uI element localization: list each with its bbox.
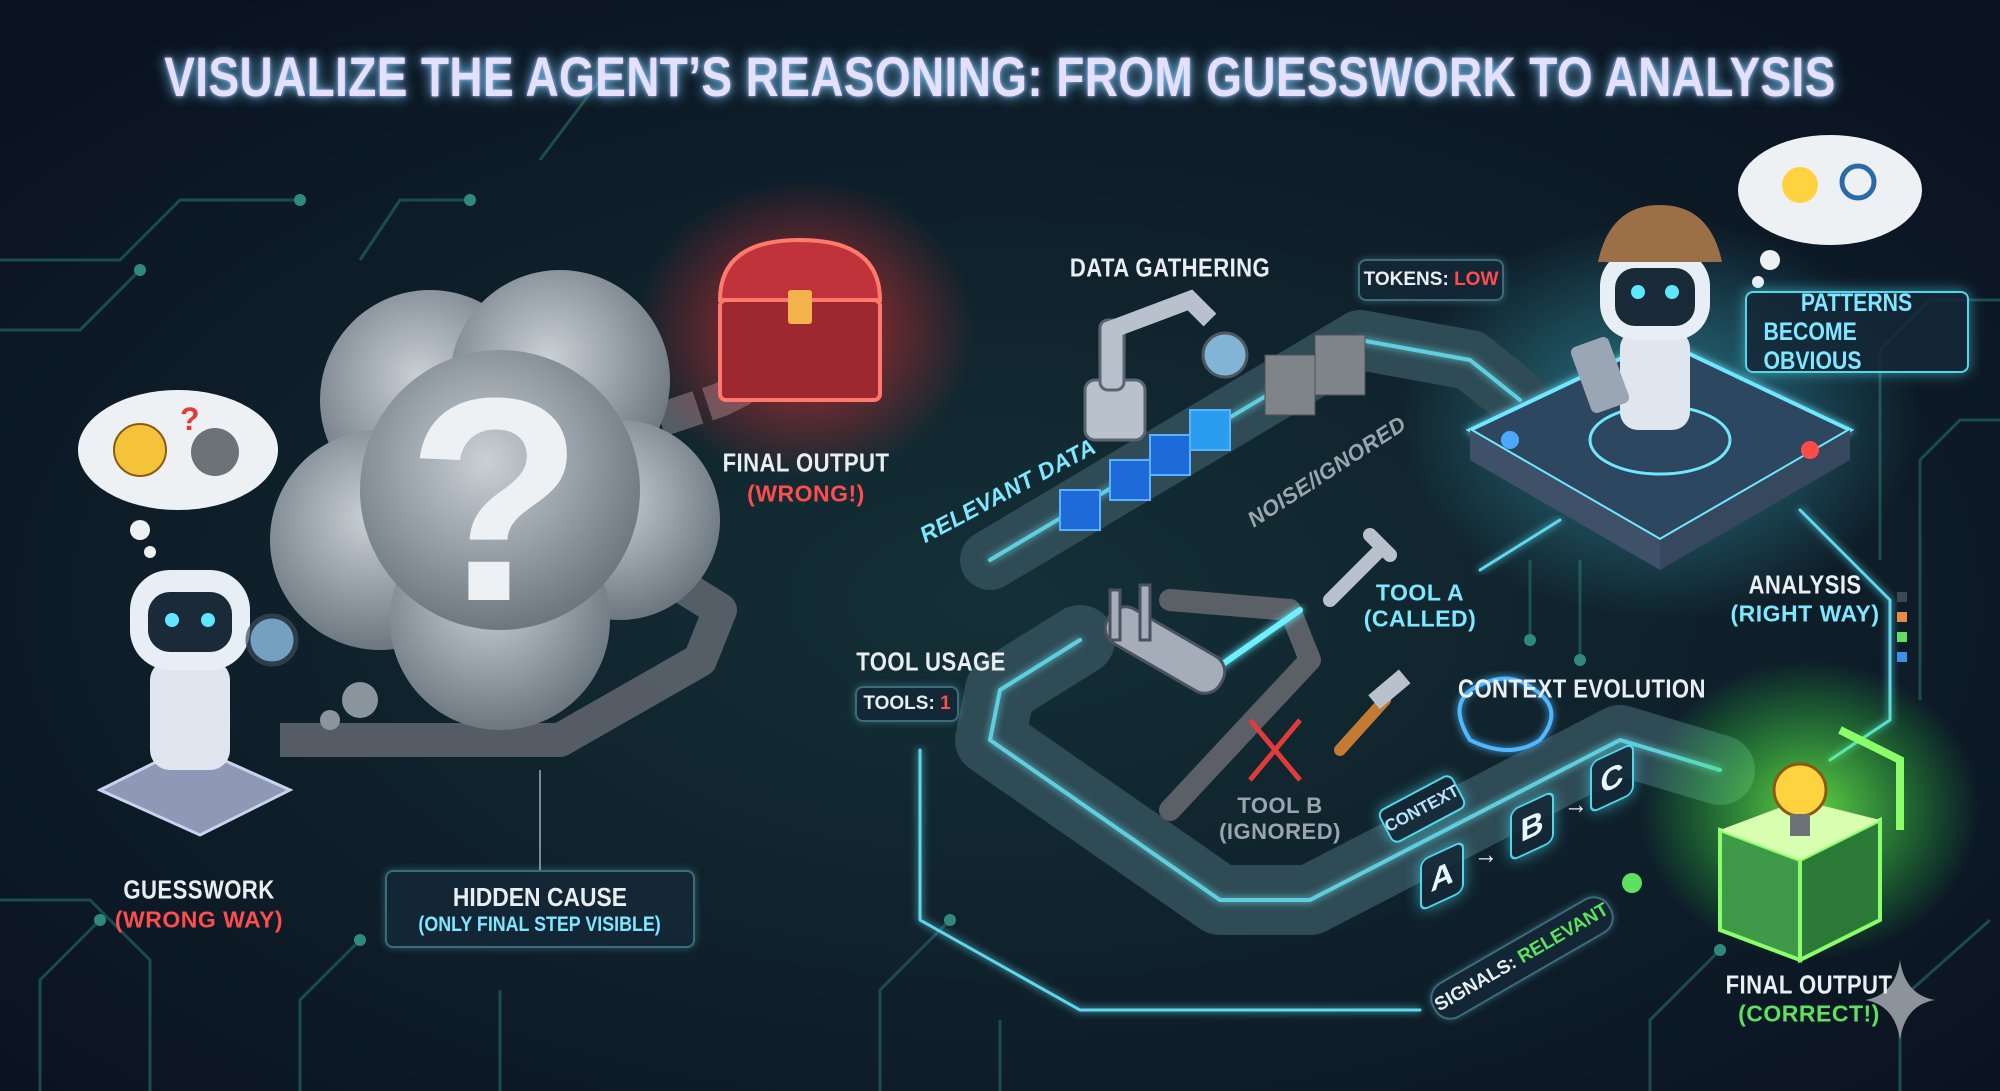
hammer-icon [1334,669,1411,756]
patterns-line1: PATTERNS [1801,288,1913,317]
context-evolution-label: CONTEXT EVOLUTION [1458,673,1706,704]
patterns-line2: BECOME OBVIOUS [1763,317,1862,375]
tokens-value: LOW [1454,269,1499,290]
magnifier-icon [1201,331,1249,379]
magnifier-icon [1839,163,1877,201]
brain-icon [1457,676,1554,752]
wrench-icon [1323,528,1397,607]
question-cloud [270,270,720,730]
guesswork-label: GUESSWORK [123,874,275,905]
arrow-icon: → [1563,788,1589,820]
final-output-correct-label: FINAL OUTPUT [1725,969,1893,1000]
multitool-icon [1103,583,1227,695]
tool-usage-label: TOOL USAGE [856,646,1006,677]
robot-arm [1083,289,1249,442]
signal-dot [1622,873,1642,893]
analysis-label: ANALYSIS [1748,569,1862,600]
analysis-platform [1465,337,1855,570]
sparkle-icon [1865,960,1935,1040]
thought-bubble-idea [1738,135,1922,288]
circuit-nodes [94,194,1726,956]
final-output-wrong-label: FINAL OUTPUT [722,447,890,478]
guesswork-status: (WRONG WAY) [114,906,284,933]
page-title: VISUALIZE THE AGENT’S REASONING: FROM GU… [164,45,1836,109]
tools-counter-label: TOOLS: [863,693,935,714]
final-output-correct-status: (CORRECT!) [1738,1000,1880,1027]
detective-hat-icon [1598,205,1722,262]
data-gathering-label: DATA GATHERING [1069,252,1271,283]
hidden-cause-note: (ONLY FINAL STEP VISIBLE) [418,912,662,936]
svg-text:?: ? [180,401,200,437]
hidden-cause-label: HIDDEN CAUSE [452,881,628,912]
robot-detective [1570,205,1722,430]
treasure-chest-wrong [717,237,883,402]
treasure-chest-correct [1718,726,1904,964]
lightbulb-icon [1772,762,1828,818]
hidden-cause-box: HIDDEN CAUSE (ONLY FINAL STEP VISIBLE) [385,870,695,948]
patterns-callout: PATTERNS BECOME OBVIOUS [1745,288,1969,375]
magnifier-icon [245,613,299,667]
tools-counter-badge: TOOLS: 1 [855,686,959,722]
confused-face-icon [113,423,167,477]
x-mark-icon [1248,718,1302,782]
arrow-icon: → [1473,838,1499,870]
tablet-icon [1570,336,1630,414]
analysis-status: (RIGHT WAY) [1730,600,1880,627]
tool-a-label: TOOL A [1375,579,1465,606]
tokens-label: TOKENS: [1363,269,1449,290]
tool-b-label: TOOL B [1237,792,1323,818]
tokens-badge: TOKENS: LOW [1358,259,1504,301]
data-cubes-relevant [1059,409,1231,531]
lightbulb-icon [1782,167,1818,203]
tool-a-status: (CALLED) [1363,605,1477,632]
noise-blocks [1264,334,1366,416]
question-mark-icon: ? [406,338,583,662]
tool-b-status: (IGNORED) [1219,818,1341,844]
legend-dots [1897,592,1907,662]
gear-icon [191,428,239,476]
tools-counter-value: 1 [940,693,951,714]
thought-bubble-confused: ? [78,390,278,558]
robot-confused [96,570,299,837]
final-output-wrong-status: (WRONG!) [747,480,865,507]
